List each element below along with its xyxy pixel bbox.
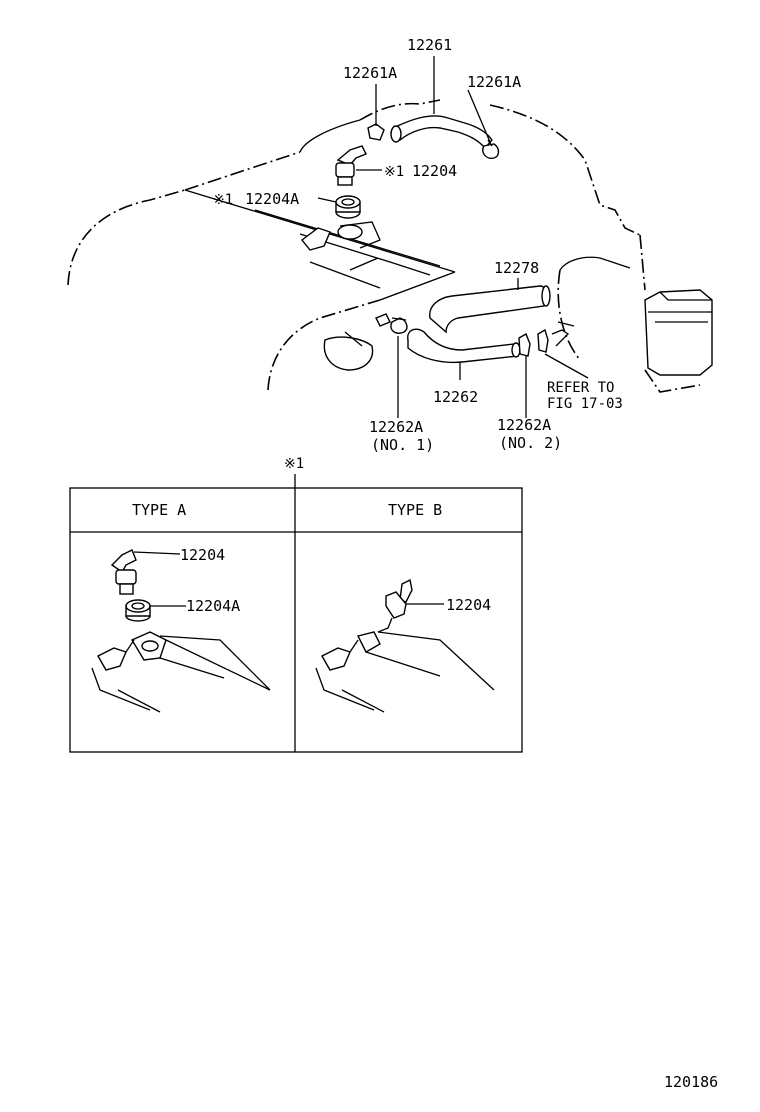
engine-outline [67, 99, 713, 393]
label-12262A-no1: 12262A [369, 418, 423, 436]
type-b-title: TYPE B [388, 501, 442, 519]
leader-lines [317, 56, 589, 418]
clip-12261A-right [482, 139, 500, 160]
label-12261A-left: 12261A [343, 64, 397, 82]
clip-12262A-no2 [518, 321, 575, 357]
clip-12262A-no1 [375, 313, 408, 334]
pcv-valve-12204 [335, 145, 367, 186]
type-a-drawing [91, 549, 271, 713]
figure-number: 120186 [664, 1073, 718, 1091]
label-12204: 12204 [412, 162, 457, 180]
label-12204A: 12204A [245, 190, 299, 208]
hose-12278 [429, 285, 551, 334]
label-12261: 12261 [407, 36, 452, 54]
label-12262A-no2-sub: (NO. 2) [499, 434, 562, 452]
type-a-label-12204: 12204 [180, 546, 225, 564]
label-12262A-no2: 12262A [497, 416, 551, 434]
label-12262: 12262 [433, 388, 478, 406]
hose-12261 [390, 115, 493, 150]
label-12262A-no1-sub: (NO. 1) [371, 436, 434, 454]
type-b-label-12204: 12204 [446, 596, 491, 614]
type-a-label-12204A: 12204A [186, 597, 240, 615]
inset-table [69, 487, 523, 753]
note-mark-12204A: ※1 [213, 192, 233, 208]
note-mark-12204: ※1 [384, 164, 404, 180]
refer-note-line1: REFER TO [547, 380, 614, 396]
hose-12262 [407, 328, 521, 364]
refer-note-line2: FIG 17-03 [547, 396, 623, 412]
grommet-12204A [335, 195, 361, 219]
label-12278: 12278 [494, 259, 539, 277]
clip-12261A-left [367, 123, 385, 141]
type-b-drawing [315, 578, 495, 713]
label-12261A-right: 12261A [467, 73, 521, 91]
inset-note-mark: ※1 [284, 456, 304, 472]
type-a-title: TYPE A [132, 501, 186, 519]
